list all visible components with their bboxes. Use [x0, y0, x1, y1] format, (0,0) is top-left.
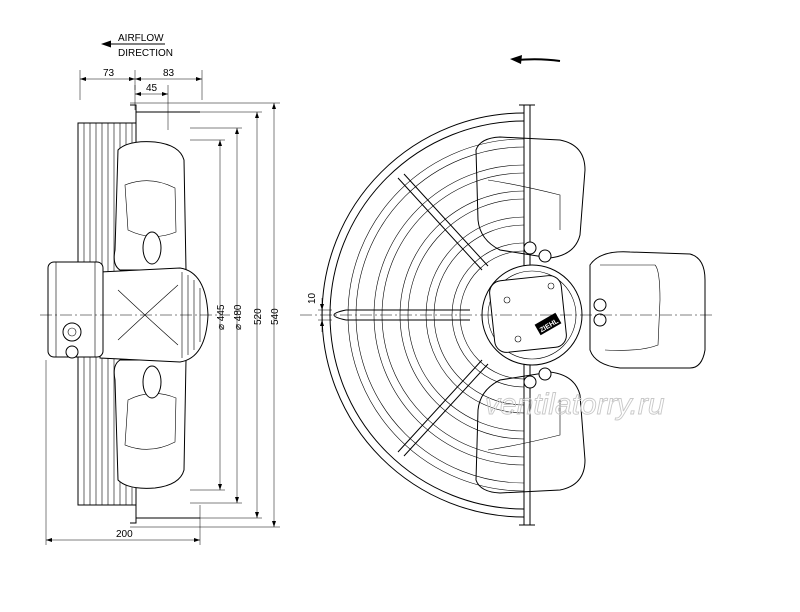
bottom-dimension: 200	[45, 360, 201, 545]
dim-520: 520	[253, 308, 264, 325]
airflow-label: AIRFLOW DIRECTION	[101, 33, 173, 59]
airflow-label-line2: DIRECTION	[118, 48, 173, 59]
dim-445: ⌀ 445	[216, 304, 227, 330]
dim-83: 83	[163, 68, 175, 79]
rotation-arrow	[515, 58, 561, 62]
small-dimension: 10	[307, 292, 332, 332]
watermark-text: ventilatorry.ru	[485, 388, 665, 421]
cable-gland	[62, 322, 82, 342]
side-lower-blade	[113, 359, 187, 489]
airflow-arrow-head	[101, 40, 111, 48]
side-upper-blade	[113, 141, 187, 271]
dim-200: 200	[116, 529, 133, 540]
nameplate-logo	[534, 312, 562, 336]
airflow-label-line1: AIRFLOW	[118, 33, 164, 44]
dim-480: ⌀ 480	[233, 304, 244, 330]
top-dimensions: 73 83 45	[79, 68, 203, 130]
dim-10: 10	[307, 292, 318, 304]
front-blade-right	[589, 251, 706, 369]
dim-73: 73	[103, 68, 115, 79]
fan-side-view	[47, 104, 209, 524]
dim-540: 540	[270, 308, 281, 325]
front-terminal-box	[489, 275, 567, 353]
dim-45: 45	[146, 83, 158, 94]
vertical-dimensions: ⌀ 445 ⌀ 480 520 540	[130, 102, 281, 528]
fan-front-view: ZIEHL	[321, 55, 706, 526]
